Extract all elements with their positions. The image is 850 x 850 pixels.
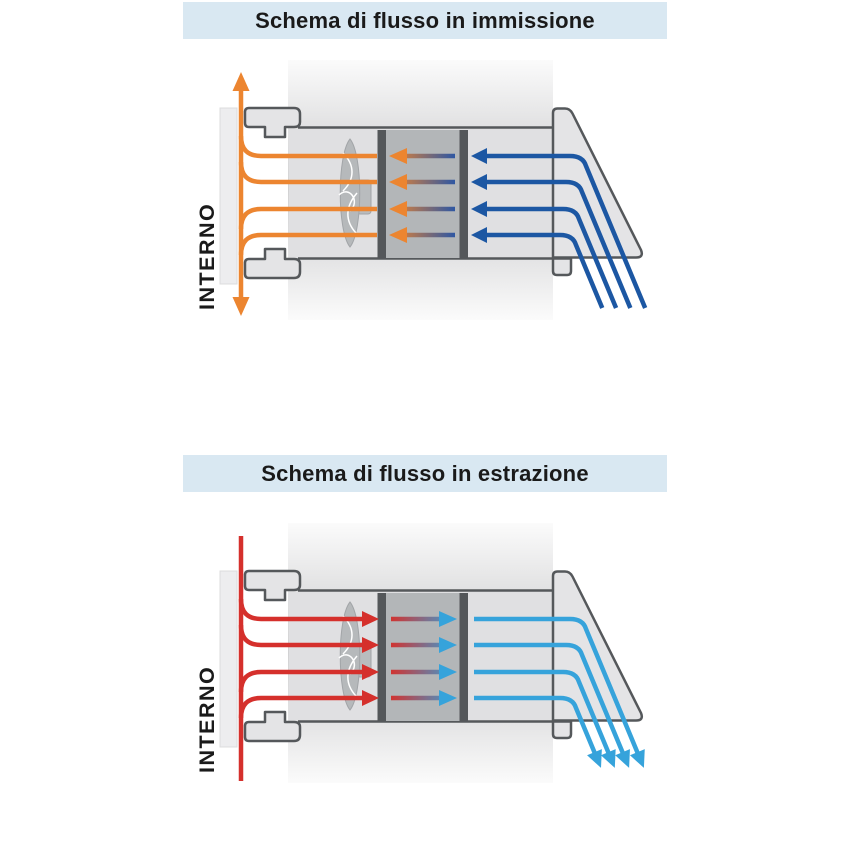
duct-outline — [298, 589, 553, 723]
extract-branch — [238, 598, 364, 622]
core-bar-right — [459, 130, 468, 258]
supply-branch — [238, 161, 377, 185]
diagonal-arrowhead — [600, 749, 616, 768]
extract-branch — [238, 669, 364, 693]
right-arrowhead — [439, 611, 457, 627]
supply-branch — [238, 135, 377, 159]
intake-line — [486, 179, 633, 309]
diagonal-arrowhead — [615, 749, 630, 768]
intake-diagram-title: Schema di flusso in immissione — [183, 2, 667, 39]
room-flow-arrows — [238, 536, 379, 781]
supply-branch — [238, 206, 377, 230]
heat-exchanger-core — [382, 130, 464, 258]
outdoor-flow-arrows — [474, 616, 645, 768]
right-arrowhead — [439, 637, 457, 653]
down-arrowhead — [232, 297, 250, 316]
extraction-flow-diagram: INTERNO — [195, 523, 645, 783]
extract-branch — [238, 624, 364, 648]
up-arrowhead — [232, 72, 250, 91]
left-arrowhead — [389, 227, 407, 243]
right-arrowhead — [362, 637, 379, 653]
right-arrowhead — [362, 664, 379, 680]
exhaust-line — [474, 642, 626, 756]
core-flow-arrows — [391, 611, 457, 706]
diagonal-arrowhead — [587, 749, 602, 768]
right-arrowhead — [439, 690, 457, 706]
left-arrowhead — [471, 201, 487, 217]
extraction-diagram-title: Schema di flusso in estrazione — [183, 455, 667, 492]
flange-top — [243, 569, 302, 602]
room-flow-arrows — [232, 72, 377, 316]
intake-line — [486, 232, 605, 309]
exterior-hood — [551, 570, 644, 722]
core-bar-left — [377, 130, 386, 258]
left-arrowhead — [471, 148, 487, 164]
diagonal-arrowhead — [629, 749, 645, 768]
left-arrowhead — [389, 201, 407, 217]
flange-bottom — [243, 710, 302, 743]
right-arrowhead — [362, 690, 379, 706]
exhaust-line — [474, 669, 612, 756]
left-arrowhead — [471, 174, 487, 190]
left-arrowhead — [389, 148, 407, 164]
intake-line — [486, 206, 619, 309]
interno-label: INTERNO — [195, 666, 219, 773]
left-arrowhead — [389, 174, 407, 190]
hood-tab — [551, 257, 573, 277]
flange-top — [243, 106, 302, 139]
hood-tab — [551, 720, 573, 740]
flange-bottom — [243, 247, 302, 280]
heat-exchanger-core — [382, 593, 464, 721]
core-bar-right — [459, 593, 468, 721]
right-arrowhead — [362, 611, 379, 627]
right-arrowhead — [439, 664, 457, 680]
left-arrowhead — [471, 227, 487, 243]
exhaust-line — [474, 695, 598, 756]
intake-line — [486, 153, 648, 309]
outdoor-flow-arrows — [471, 148, 648, 309]
exhaust-line — [474, 616, 641, 756]
intake-flow-diagram: INTERNO — [195, 60, 648, 320]
exterior-hood — [551, 107, 644, 259]
extract-branch — [238, 695, 364, 719]
supply-branch — [238, 232, 377, 256]
interior-cover-plate — [219, 570, 238, 748]
interior-cover-plate — [219, 107, 238, 285]
core-flow-arrows — [389, 148, 455, 243]
duct-outline — [298, 126, 553, 260]
interno-label: INTERNO — [195, 203, 219, 310]
core-bar-left — [377, 593, 386, 721]
